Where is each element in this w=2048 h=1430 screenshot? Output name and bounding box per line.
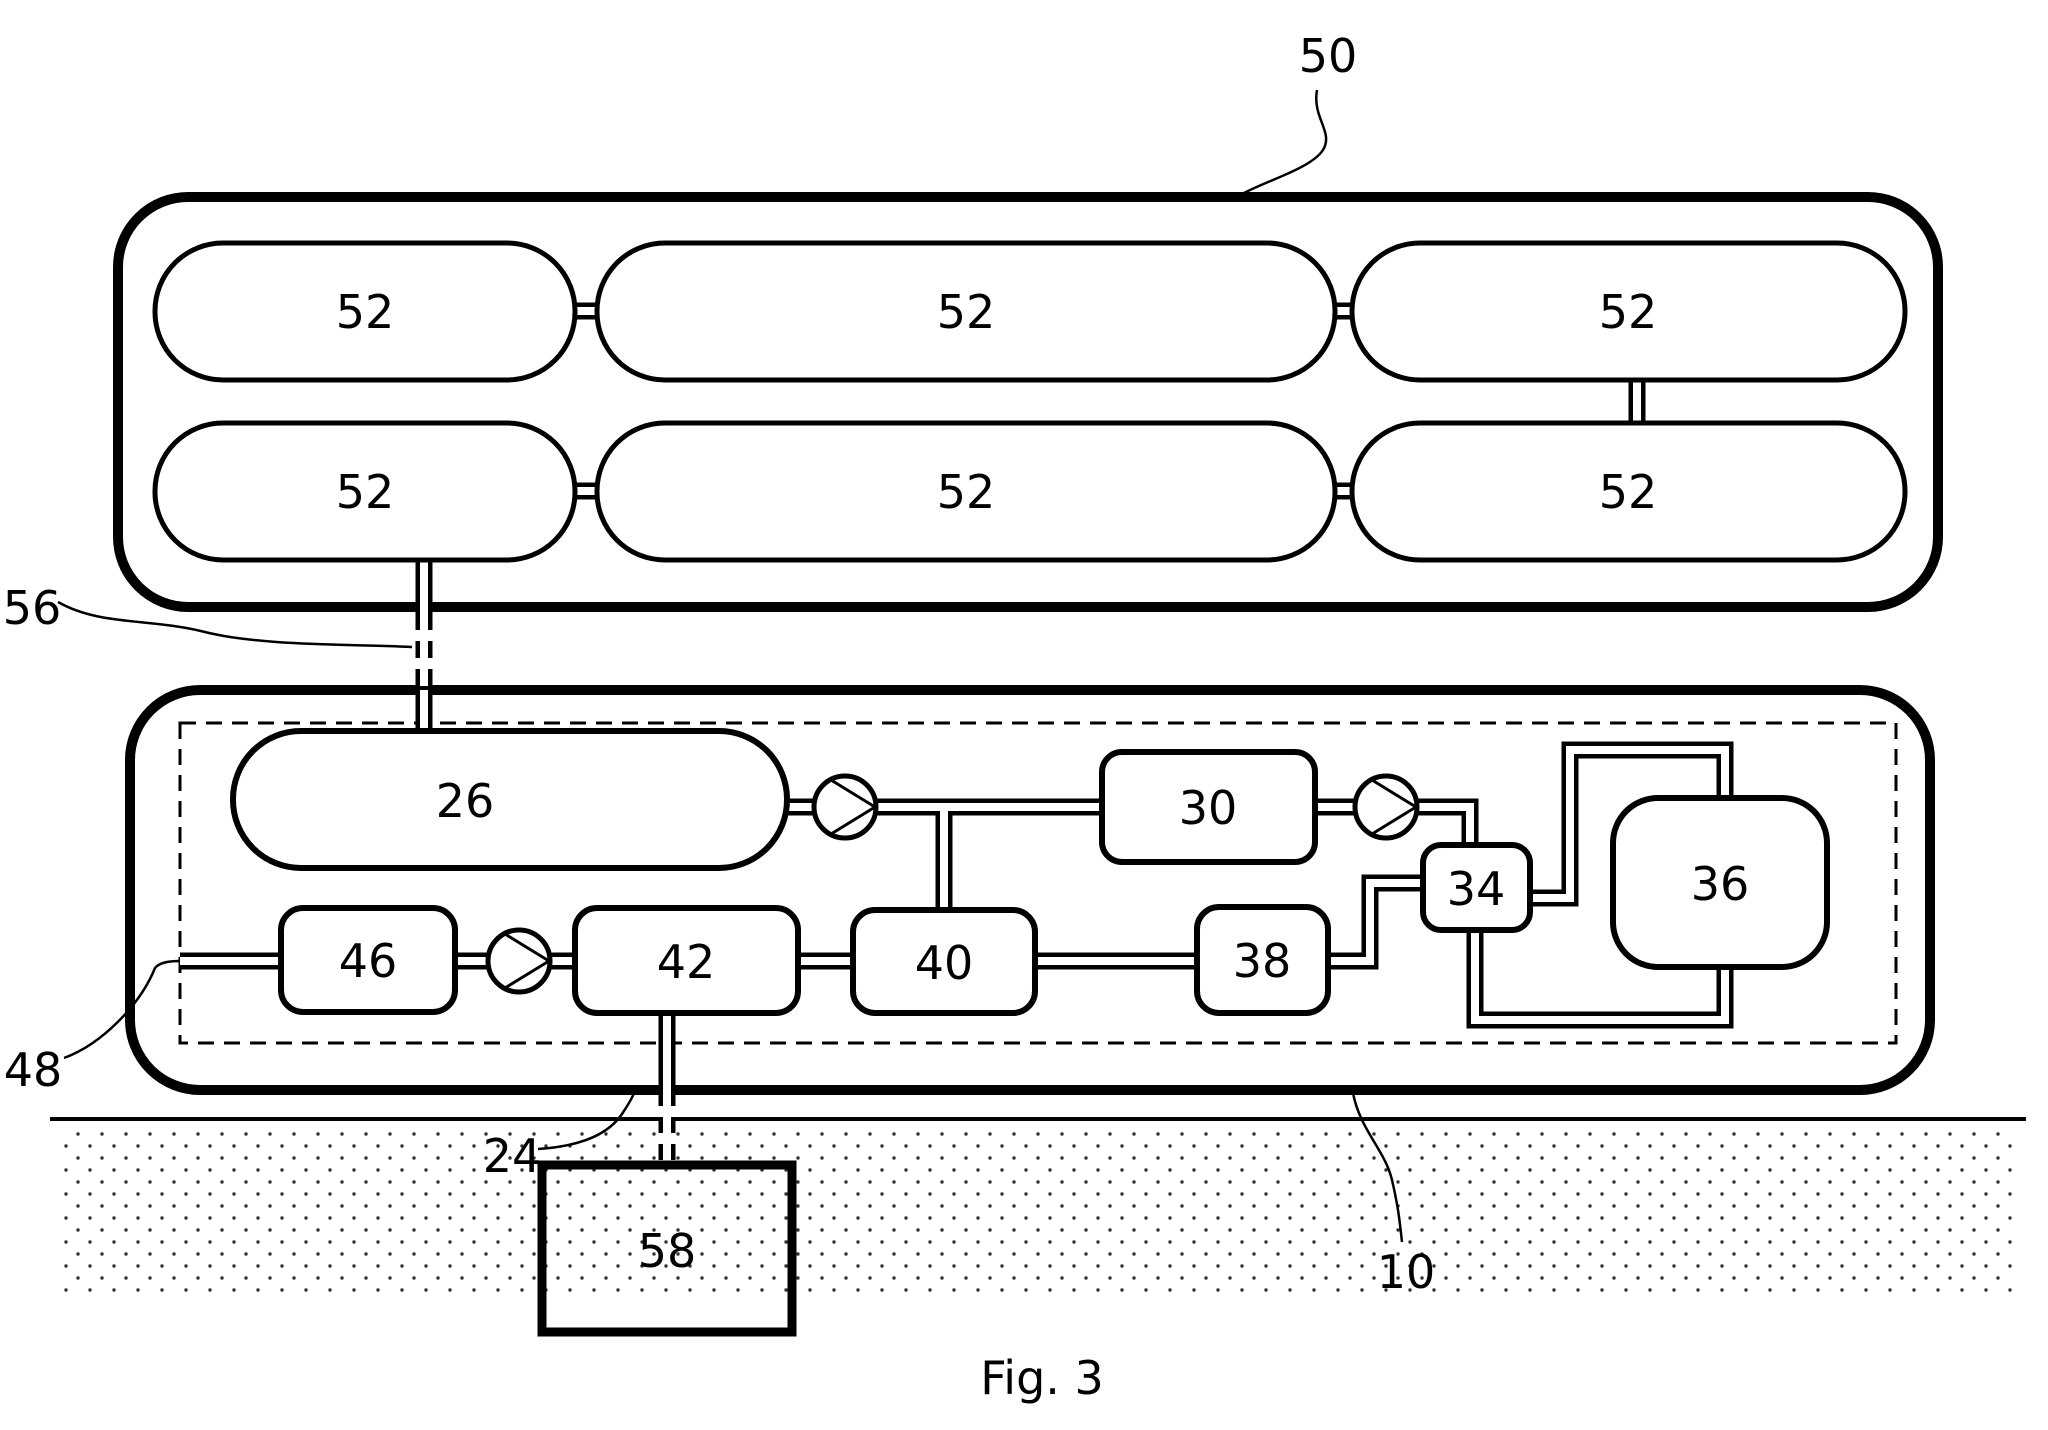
- leader-56: [57, 600, 413, 649]
- leader-10: [1351, 1092, 1404, 1243]
- cell-label: 52: [1599, 465, 1658, 519]
- component-label-38: 38: [1233, 934, 1292, 988]
- pump-icon-rotor: [504, 932, 550, 990]
- plant-components: [230, 728, 1830, 1016]
- component-38: [1194, 904, 1331, 1016]
- underground-store-label: 58: [638, 1224, 697, 1278]
- component-label-46: 46: [339, 934, 398, 988]
- component-40: [850, 907, 1038, 1016]
- component-label-30: 30: [1179, 781, 1238, 835]
- pump-icon: [485, 927, 553, 995]
- cell-label: 52: [336, 465, 395, 519]
- component-label-34: 34: [1447, 862, 1506, 916]
- pump-icon-rotor: [830, 778, 876, 836]
- cell-pill: [594, 420, 1338, 563]
- cell-label: 52: [937, 285, 996, 339]
- leader-48: [63, 959, 181, 1060]
- cell-pill: [594, 240, 1338, 383]
- component-30: [1099, 749, 1318, 865]
- ref-label-50: 50: [1299, 29, 1358, 83]
- pump-icon-rotor: [1371, 778, 1417, 836]
- pump-icon: [811, 773, 879, 841]
- leader-50: [1236, 89, 1328, 199]
- cell-label: 52: [937, 465, 996, 519]
- cell-pill: [1349, 420, 1908, 563]
- ref-label-10: 10: [1377, 1245, 1436, 1299]
- cell-pill: [152, 240, 578, 383]
- leader-24: [537, 1089, 638, 1151]
- top-assembly-cells: [152, 240, 1908, 563]
- cell-label: 52: [336, 285, 395, 339]
- component-36: [1610, 795, 1830, 970]
- cell-pill: [152, 420, 578, 563]
- component-label-40: 40: [915, 936, 974, 990]
- component-42: [572, 905, 801, 1016]
- component-46: [278, 905, 458, 1015]
- component-26-tank: [230, 728, 790, 871]
- plant-inner-dashed-boundary: [178, 721, 1898, 1045]
- component-label-26: 26: [436, 774, 495, 828]
- pipes-inner-layer: [180, 307, 1729, 1165]
- pump-icon: [1352, 773, 1420, 841]
- labels: 52 52 52 52 52 52 26 30 34 36 38 40 42 4…: [3, 29, 1750, 1405]
- component-label-42: 42: [657, 935, 716, 989]
- cell-pill: [1349, 240, 1908, 383]
- ref-label-56: 56: [3, 581, 62, 635]
- component-34: [1420, 842, 1533, 933]
- cell-label: 52: [1599, 285, 1658, 339]
- leader-lines: [57, 89, 1404, 1243]
- ref-label-24: 24: [483, 1129, 542, 1183]
- underground-store-box: [537, 1160, 797, 1337]
- component-label-36: 36: [1691, 857, 1750, 911]
- ref-label-48: 48: [4, 1043, 63, 1097]
- pump-icons: [485, 773, 1420, 995]
- figure-caption: Fig. 3: [980, 1351, 1104, 1405]
- ground-stipple-band: [58, 1128, 2020, 1300]
